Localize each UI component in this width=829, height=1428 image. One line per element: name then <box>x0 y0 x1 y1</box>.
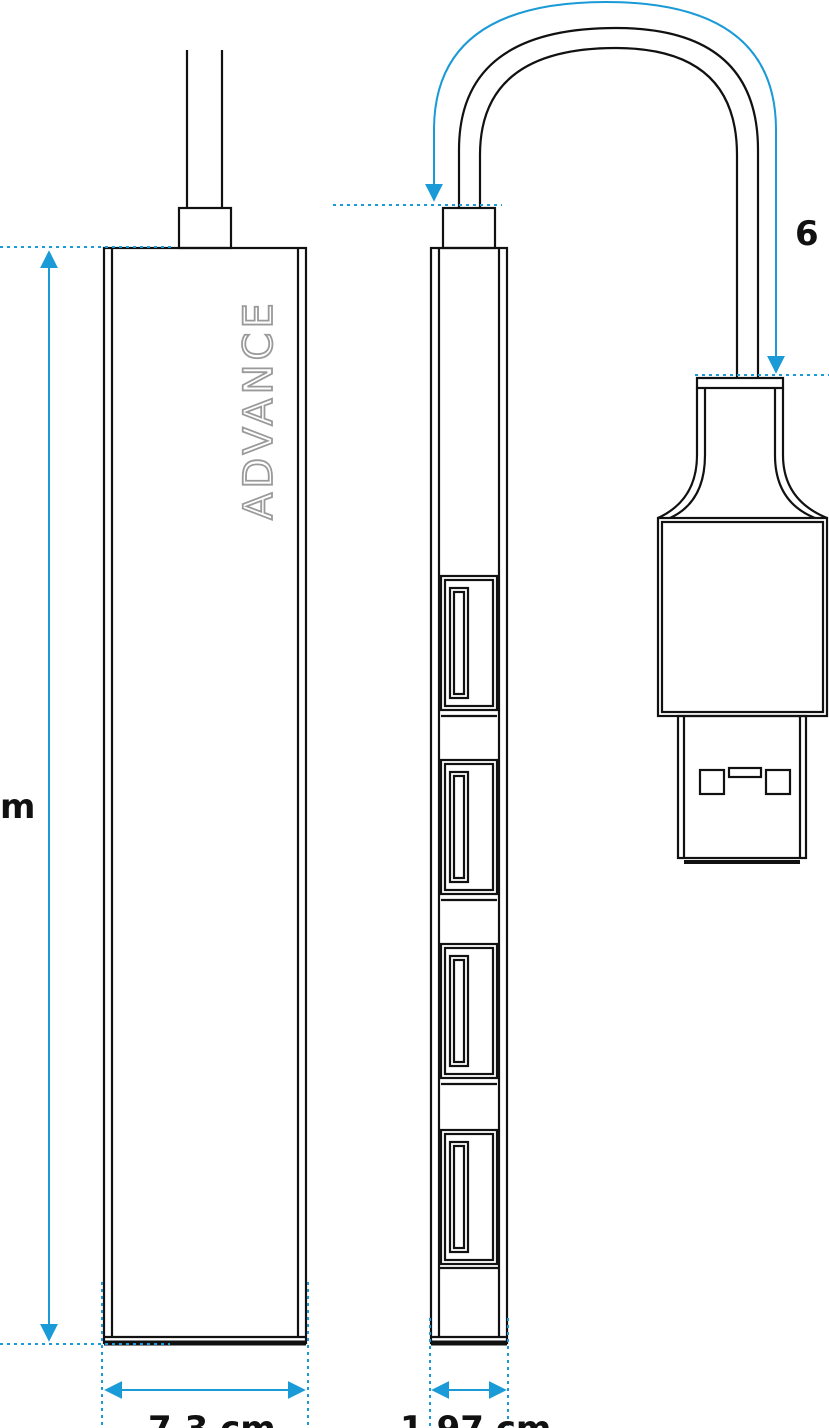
plug-neck-top <box>695 376 785 390</box>
plug-housing <box>656 516 829 718</box>
label-thickness: 1.97 cm <box>400 1409 551 1428</box>
usb-port-4 <box>439 1128 499 1266</box>
label-cable-length: 6 <box>795 214 819 254</box>
usb-port-1 <box>439 574 499 718</box>
hub-front-view <box>102 50 308 1346</box>
usb-port-3 <box>439 942 499 1086</box>
label-width: 7.3 cm <box>148 1409 276 1428</box>
brand-logo: ADVANCE <box>236 299 282 520</box>
dim-arrow-cable-length <box>425 0 785 374</box>
plug-housing-inner <box>660 520 825 714</box>
usb-port-2 <box>439 758 499 902</box>
side-cable-outer <box>457 26 760 378</box>
side-strain-relief <box>441 206 497 250</box>
usb-a-plug <box>656 376 829 864</box>
plug-neck-outer <box>657 388 828 520</box>
side-cable-inner <box>478 46 739 378</box>
plug-contact-slot <box>727 766 763 779</box>
plug-neck-inner <box>669 388 816 520</box>
hub-side-view <box>429 26 760 1346</box>
plug-metal-shell <box>676 714 808 860</box>
plug-hole-left <box>698 768 726 796</box>
plug-hole-right <box>764 768 792 796</box>
front-strain-relief <box>177 206 233 250</box>
label-body-length: m <box>0 787 35 827</box>
